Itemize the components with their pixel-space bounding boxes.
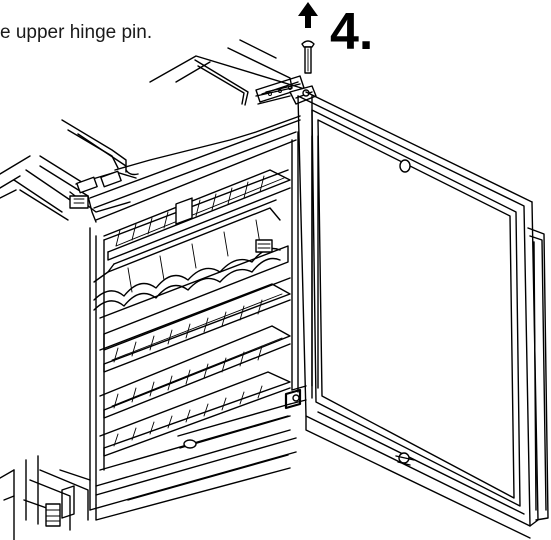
- step-number: 4.: [330, 3, 374, 61]
- up-arrow-icon: [298, 2, 318, 28]
- hinge-pin-icon: [301, 40, 315, 74]
- instruction-caption: e upper hinge pin.: [0, 22, 153, 43]
- wine-rack-shelves: [93, 169, 291, 457]
- cabinet-body: [0, 131, 302, 540]
- open-door: [289, 85, 549, 539]
- cabinet-top: [0, 39, 309, 223]
